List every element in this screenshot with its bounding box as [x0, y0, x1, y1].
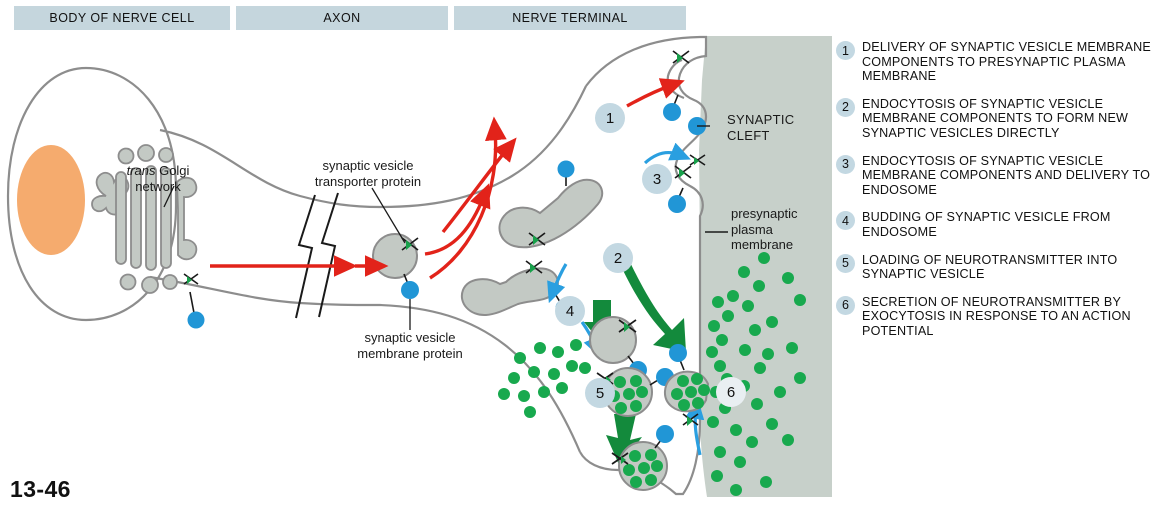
label-presynaptic-line1: presynaptic: [731, 206, 798, 221]
label-transporter-line1: synaptic vesicle: [322, 158, 414, 173]
svg-text:3: 3: [653, 171, 661, 188]
synaptic-cleft-region: [699, 36, 832, 497]
section-header-axon: AXON: [236, 6, 448, 30]
legend-text-6: SECRETION OF NEUROTRANSMITTER BY EXOCYTO…: [862, 294, 1131, 338]
legend-item-6: 6 SECRETION OF NEUROTRANSMITTER BY EXOCY…: [836, 295, 1152, 339]
legend-badge-2: 2: [836, 97, 855, 117]
endosome-upper: [498, 160, 604, 249]
legend-badge-6: 6: [836, 295, 855, 315]
label-membrane-protein-line1: synaptic vesicle: [364, 330, 456, 345]
label-presynaptic-line3: membrane: [731, 237, 794, 252]
nucleus: [17, 145, 85, 255]
legend-item-5: 5 LOADING OF NEUROTRANSMITTER INTO SYNAP…: [836, 253, 1152, 282]
section-header-label: BODY OF NERVE CELL: [49, 11, 195, 25]
empty-synaptic-vesicle: [589, 316, 647, 379]
legend-text-1: DELIVERY OF SYNAPTIC VESICLE MEMBRANE CO…: [862, 40, 1151, 84]
legend-badge-4: 4: [836, 211, 855, 231]
loaded-vesicle-lower: [611, 425, 674, 491]
label-synaptic-vesicle-membrane-protein: synaptic vesicle membrane protein: [325, 330, 495, 361]
label-trans-golgi-network: trans Golgi network: [98, 163, 218, 194]
section-header-nerve-terminal: NERVE TERMINAL: [454, 6, 686, 30]
cytosolic-neurotransmitter-pool: [498, 339, 591, 418]
svg-text:2: 2: [614, 250, 622, 267]
legend-text-2: ENDOCYTOSIS OF SYNAPTIC VESICLE MEMBRANE…: [862, 96, 1129, 140]
released-neurotransmitter: [706, 252, 806, 496]
legend-badge-3: 3: [836, 154, 855, 174]
label-trans-italic: trans: [126, 163, 156, 178]
axon-membrane: [149, 85, 587, 453]
red-transport-arrows: [210, 116, 507, 280]
legend-badge-5: 5: [836, 253, 855, 273]
legend-item-1: 1 DELIVERY OF SYNAPTIC VESICLE MEMBRANE …: [836, 40, 1152, 84]
legend-item-2: 2 ENDOCYTOSIS OF SYNAPTIC VESICLE MEMBRA…: [836, 97, 1152, 141]
exocytosing-vesicle: [663, 344, 710, 426]
label-golgi-line2: network: [135, 178, 181, 194]
label-membrane-protein-line2: membrane protein: [357, 345, 463, 361]
blue-protein-icon: [187, 311, 205, 329]
label-presynaptic-line2: plasma: [731, 221, 773, 237]
legend-badge-1: 1: [836, 41, 855, 60]
legend-text-5: LOADING OF NEUROTRANSMITTER INTO SYNAPTI…: [862, 252, 1118, 282]
trans-golgi-network: [91, 144, 205, 329]
label-synaptic-cleft: SYNAPTIC CLEFT: [727, 112, 827, 143]
legend-text-4: BUDDING OF SYNAPTIC VESICLE FROM ENDOSOM…: [862, 210, 1111, 239]
svg-text:6: 6: [727, 384, 735, 401]
section-header-label: AXON: [323, 11, 361, 25]
label-transporter-line2: transporter protein: [314, 173, 422, 189]
label-golgi-rest: Golgi: [155, 163, 190, 178]
red-arrow-to-membrane: [441, 78, 685, 234]
svg-text:5: 5: [596, 385, 604, 402]
green-transporter-icon: [183, 273, 199, 285]
legend-item-3: 3 ENDOCYTOSIS OF SYNAPTIC VESICLE MEMBRA…: [836, 154, 1152, 198]
label-cleft-line2: CLEFT: [727, 127, 770, 143]
figure-number: 13-46: [10, 476, 71, 502]
section-header-body-of-nerve-cell: BODY OF NERVE CELL: [14, 6, 230, 30]
step-badges: 1 2 3 4 5 6: [555, 103, 746, 408]
docked-vesicle-top: [663, 50, 710, 213]
label-presynaptic-plasma-membrane: presynaptic plasma membrane: [731, 206, 835, 253]
legend-item-4: 4 BUDDING OF SYNAPTIC VESICLE FROM ENDOS…: [836, 210, 1152, 239]
label-cleft-line1: SYNAPTIC: [727, 112, 795, 127]
svg-text:1: 1: [606, 110, 614, 127]
label-synaptic-vesicle-transporter-protein: synaptic vesicle transporter protein: [288, 158, 448, 189]
section-header-label: NERVE TERMINAL: [512, 11, 628, 25]
svg-text:4: 4: [566, 303, 574, 320]
legend-list: 1 DELIVERY OF SYNAPTIC VESICLE MEMBRANE …: [836, 40, 1152, 352]
legend-text-3: ENDOCYTOSIS OF SYNAPTIC VESICLE MEMBRANE…: [862, 153, 1151, 197]
axon-break-symbol: [295, 192, 339, 319]
